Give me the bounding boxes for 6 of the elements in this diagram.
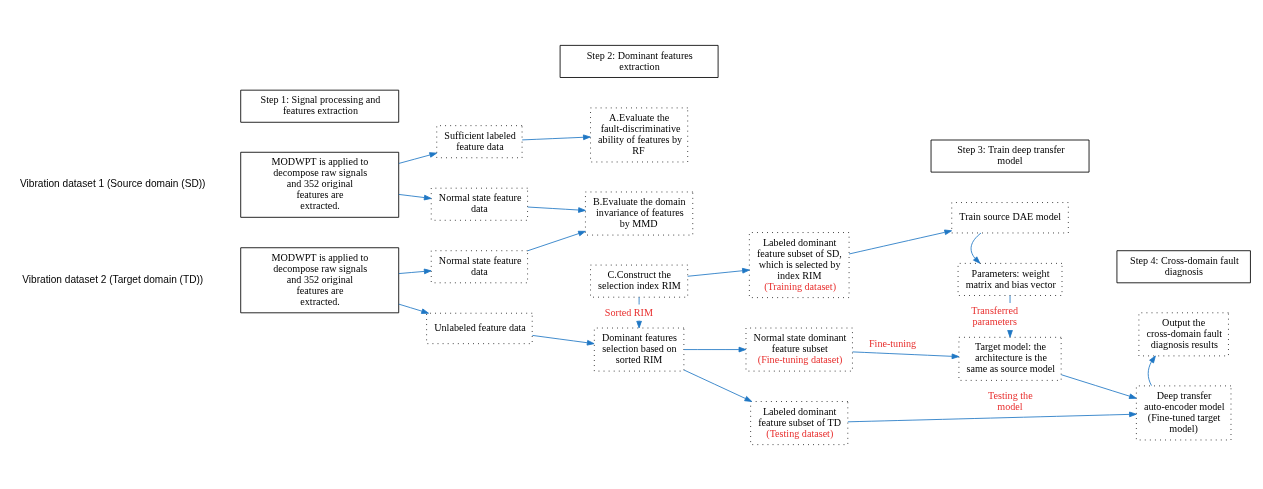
edge-label: Testing the model bbox=[988, 389, 1033, 412]
edge-label: Fine-tuning bbox=[868, 337, 917, 349]
label: Vibration dataset 1 (Source domain (SD)) bbox=[19, 177, 206, 189]
edge-label: Sorted RIM bbox=[604, 306, 653, 318]
label: Vibration dataset 2 (Target domain (TD)) bbox=[22, 273, 204, 285]
edge-label: Transferred parameters bbox=[971, 304, 1019, 327]
